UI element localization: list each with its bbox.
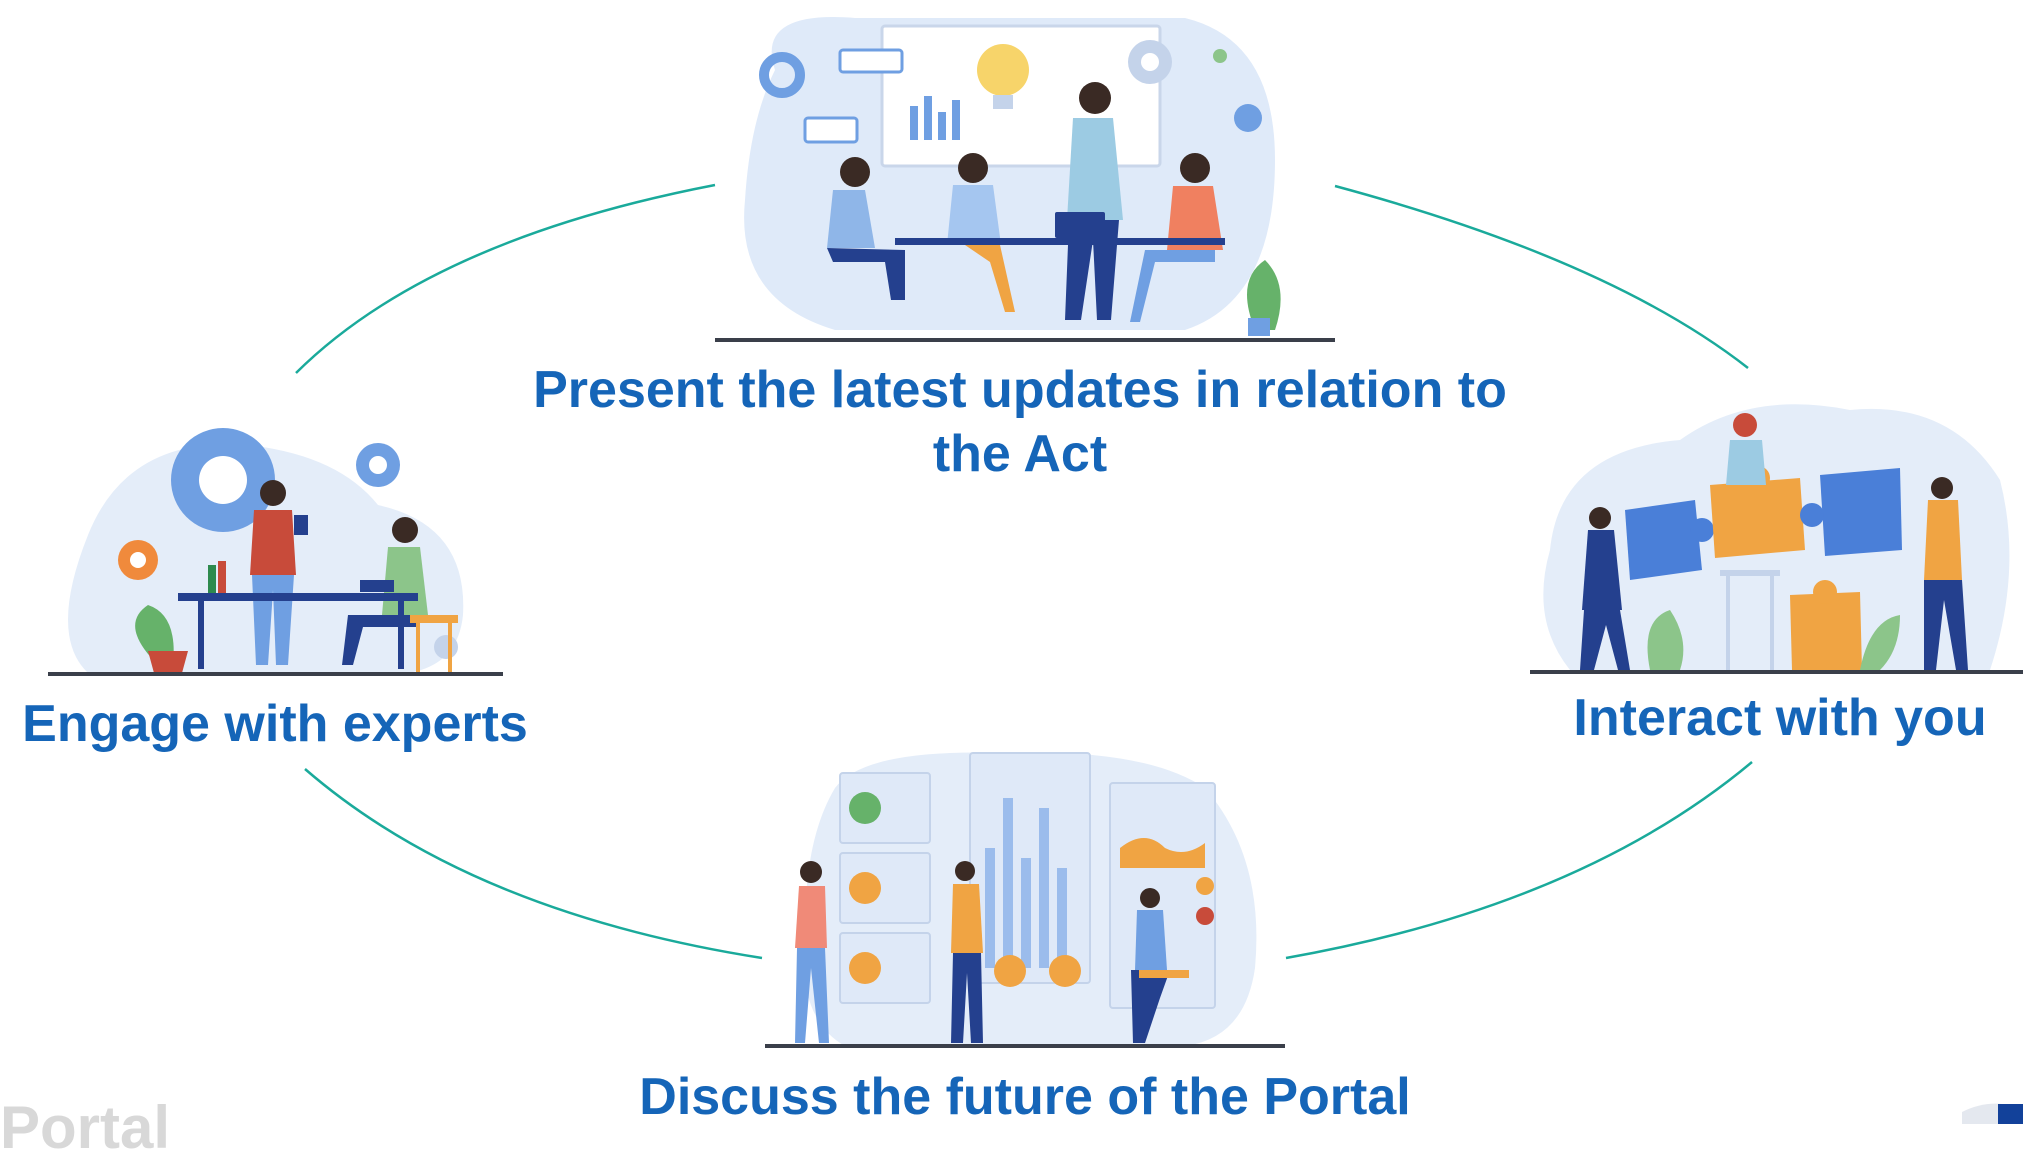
step-label-top: Present the latest updates in relation t…: [533, 361, 1507, 483]
step-label-bottom: Discuss the future of the Portal: [639, 1068, 1411, 1126]
connector-left-bottom: [304, 768, 763, 960]
expert-collaboration-illustration: [48, 428, 503, 676]
step-label-left: Engage with experts: [22, 695, 528, 753]
cycle-connectors: [295, 183, 1753, 960]
puzzle-teamwork-illustration: [1530, 404, 2023, 674]
eu-logo-icon: [1962, 1103, 2023, 1124]
step-label-right: Interact with you: [1573, 689, 1987, 747]
connector-top-right: [1334, 184, 1749, 369]
connector-top-left: [295, 183, 716, 374]
connector-right-bottom: [1285, 761, 1753, 960]
cycle-diagram: Present the latest updates in relation t…: [0, 17, 2023, 1158]
footer-partial-title: Portal: [0, 1094, 171, 1161]
data-dashboard-discussion-illustration: [765, 752, 1285, 1048]
team-meeting-illustration: [715, 17, 1335, 342]
